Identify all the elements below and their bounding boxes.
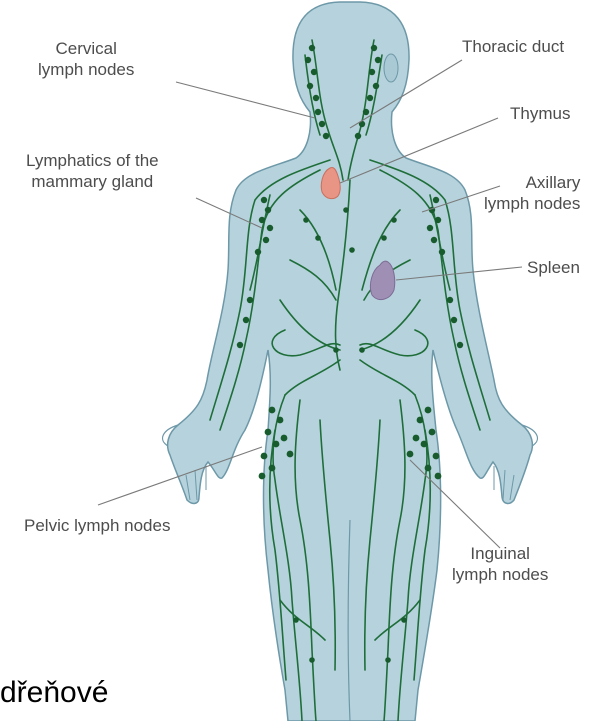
label-inguinal-line1: Inguinal xyxy=(452,543,548,564)
label-pelvic-lymph-nodes: Pelvic lymph nodes xyxy=(24,515,170,536)
label-cervical-lymph-nodes: Cervical lymph nodes xyxy=(38,38,134,80)
label-axillary-lymph-nodes: Axillary lymph nodes xyxy=(484,172,580,214)
label-cervical-line1: Cervical xyxy=(38,38,134,59)
label-axillary-line1: Axillary xyxy=(484,172,580,193)
label-spleen-text: Spleen xyxy=(527,257,580,278)
body-silhouette xyxy=(163,2,538,721)
leader-cervical xyxy=(176,82,315,118)
label-thoracic-duct-text: Thoracic duct xyxy=(462,36,564,57)
label-axillary-line2: lymph nodes xyxy=(484,193,580,214)
label-thymus-text: Thymus xyxy=(510,103,570,124)
label-mammary-line2: mammary gland xyxy=(26,171,159,192)
label-cervical-line2: lymph nodes xyxy=(38,59,134,80)
label-inguinal-lymph-nodes: Inguinal lymph nodes xyxy=(452,543,548,585)
label-mammary-line1: Lymphatics of the xyxy=(26,150,159,171)
label-inguinal-line2: lymph nodes xyxy=(452,564,548,585)
label-lymphatics-mammary-gland: Lymphatics of the mammary gland xyxy=(26,150,159,192)
label-spleen: Spleen xyxy=(527,257,580,278)
label-pelvic-text: Pelvic lymph nodes xyxy=(24,515,170,536)
label-thymus: Thymus xyxy=(510,103,570,124)
caption-fragment: dřeňové xyxy=(0,673,108,713)
label-thoracic-duct: Thoracic duct xyxy=(462,36,564,57)
